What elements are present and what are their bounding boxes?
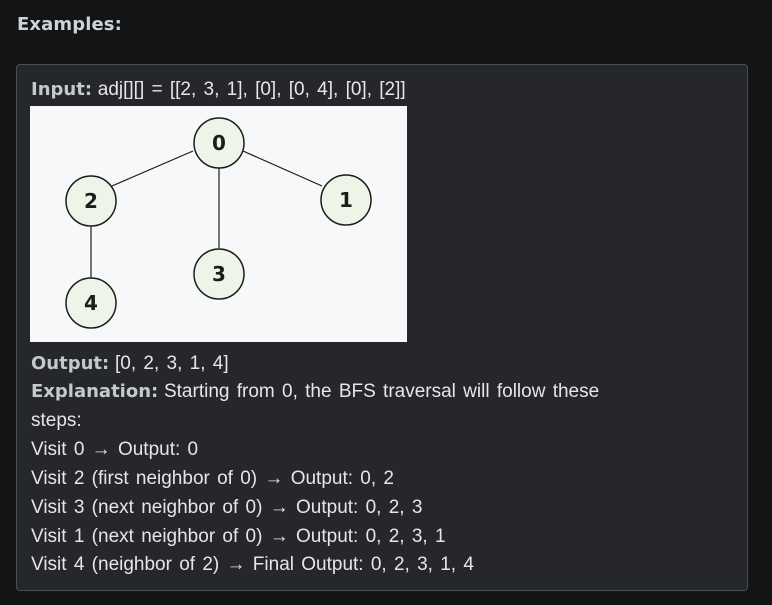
node-4-label: 4	[84, 291, 98, 315]
explanation-text-cont: steps:	[31, 410, 82, 431]
node-2: 2	[65, 175, 117, 227]
input-label: Input:	[31, 79, 93, 100]
node-0: 0	[193, 117, 245, 169]
node-4: 4	[65, 277, 117, 329]
explanation-line: Explanation: Starting from 0, the BFS tr…	[31, 380, 599, 404]
node-2-label: 2	[84, 189, 98, 213]
node-1: 1	[320, 174, 372, 226]
step-2: Visit 2 (first neighbor of 0) → Output: …	[31, 468, 394, 489]
explanation-text: Starting from 0, the BFS traversal will …	[163, 381, 600, 402]
step-5: Visit 4 (neighbor of 2) → Final Output: …	[31, 554, 474, 575]
node-0-label: 0	[212, 131, 226, 155]
input-value: adj[][] = [[2, 3, 1], [0], [0, 4], [0], …	[97, 79, 406, 100]
step-3: Visit 3 (next neighbor of 0) → Output: 0…	[31, 497, 423, 518]
output-line: Output: [0, 2, 3, 1, 4]	[31, 352, 229, 376]
edge-0-1	[242, 150, 323, 187]
node-3: 3	[193, 248, 245, 300]
edge-0-2	[111, 150, 194, 187]
examples-heading: Examples:	[17, 14, 122, 35]
output-label: Output:	[31, 353, 110, 374]
output-value: [0, 2, 3, 1, 4]	[114, 353, 229, 374]
step-1: Visit 0 → Output: 0	[31, 439, 199, 460]
step-4: Visit 1 (next neighbor of 0) → Output: 0…	[31, 526, 446, 547]
graph-image: 0 2 1 3 4	[30, 106, 407, 342]
input-line: Input: adj[][] = [[2, 3, 1], [0], [0, 4]…	[31, 78, 406, 102]
node-3-label: 3	[212, 262, 226, 286]
graph-svg: 0 2 1 3 4	[65, 117, 372, 329]
node-1-label: 1	[339, 188, 353, 212]
explanation-label: Explanation:	[31, 381, 159, 402]
example-card: Input: adj[][] = [[2, 3, 1], [0], [0, 4]…	[16, 64, 748, 591]
